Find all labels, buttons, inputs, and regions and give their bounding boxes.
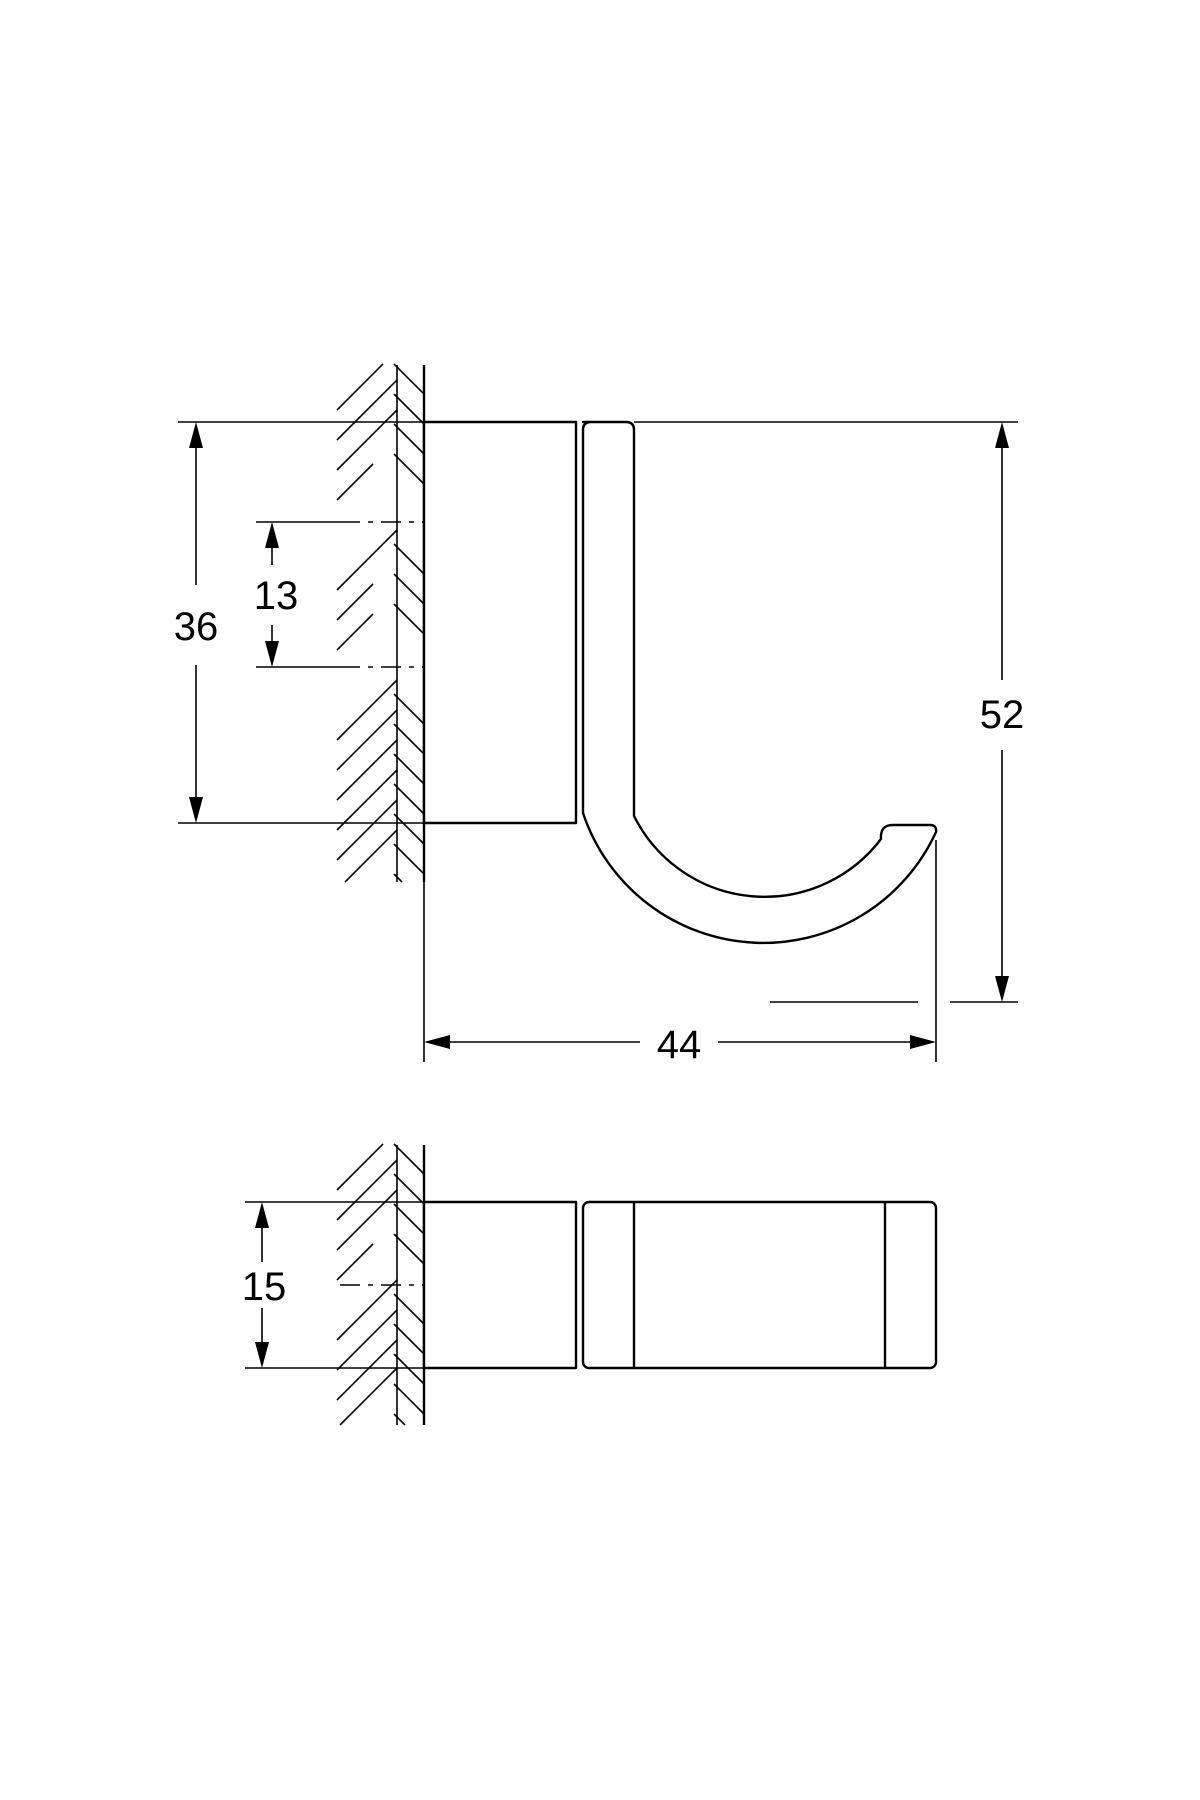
dim-width: 15 (242, 1202, 287, 1368)
top-view: 15 (242, 1143, 938, 1426)
dim-projection: 44 (424, 1023, 936, 1067)
dim-label-15: 15 (242, 1265, 287, 1309)
dim-total-height: 52 (980, 422, 1025, 1002)
dim-label-36: 36 (174, 605, 219, 649)
side-view: 36 13 52 44 (174, 363, 1025, 1067)
hook-body-top (581, 1200, 938, 1370)
dim-label-52: 52 (980, 693, 1025, 737)
dim-label-13: 13 (254, 574, 299, 618)
bracket-base-top (422, 1200, 578, 1370)
dim-height-bracket: 36 (174, 422, 219, 823)
wall-hatch-side (336, 363, 425, 883)
dim-label-44: 44 (657, 1023, 702, 1067)
wall-hatch-top (336, 1143, 425, 1426)
bracket-base (422, 420, 578, 825)
dim-hole-spacing: 13 (254, 522, 299, 667)
hook-body (581, 420, 938, 945)
